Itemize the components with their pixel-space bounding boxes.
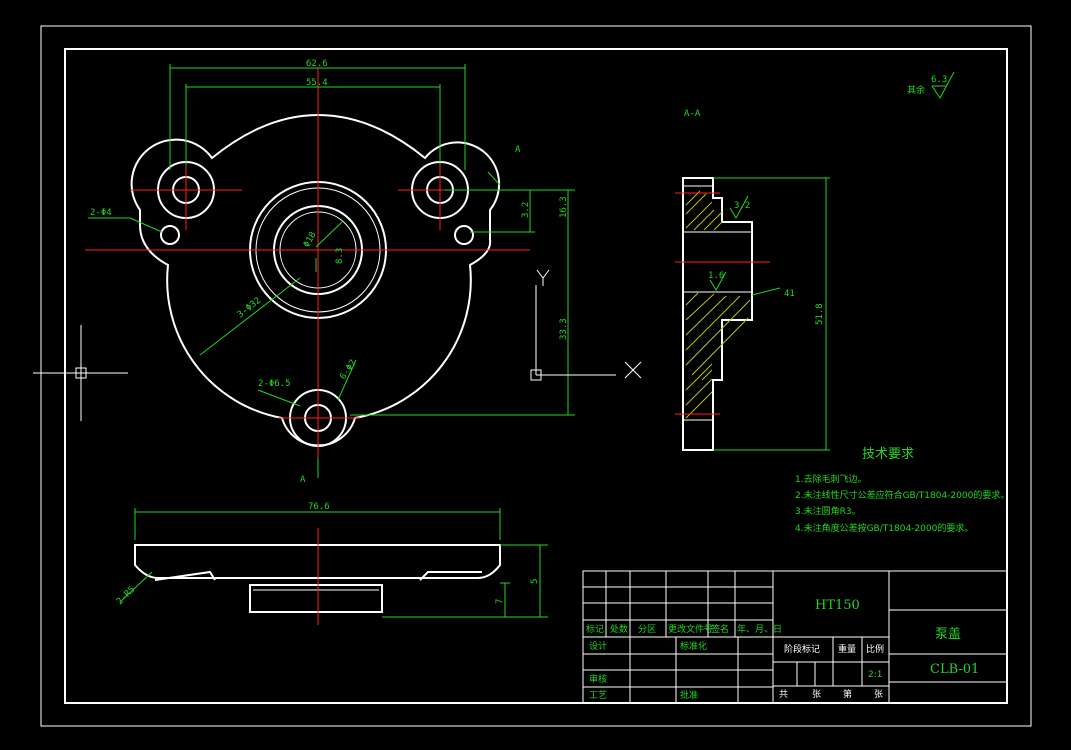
lbl-scale: 比例 <box>866 643 884 655</box>
sec-dim-51-8: 51.8 <box>815 303 825 325</box>
front-outline <box>130 113 501 447</box>
lbl-process: 工艺 <box>589 690 607 701</box>
inner-frame <box>64 48 1008 704</box>
tech-item-2: 2.未注线性尺寸公差应符合GB/T1804-2000的要求。 <box>795 489 1009 501</box>
sheet-no-b: 张 <box>874 689 883 700</box>
drawing-number: CLB-01 <box>930 662 979 677</box>
roughness-rest-value: 6.3 <box>931 75 947 85</box>
hdr-doc: 更改文件号 <box>668 623 713 635</box>
roughness-rest-symbol <box>931 71 955 99</box>
dim-8-3: 8.3 <box>335 248 345 264</box>
title-block <box>582 570 1008 704</box>
tech-item-3: 3.未注圆角R3。 <box>795 505 861 517</box>
sec-dim-1-6: 1.6 <box>708 271 724 281</box>
tech-item-4: 4.未注角度公差按GB/T1804-2000的要求。 <box>795 522 973 534</box>
dim-7: 7 <box>495 599 505 604</box>
part-name: 泵盖 <box>935 627 961 642</box>
dim-phi7: 6-Φ7 <box>338 358 359 382</box>
hdr-mark: 标记 <box>586 623 604 635</box>
section-arrow-bottom-label: A <box>300 475 306 485</box>
hdr-date: 年、月、日 <box>737 623 782 635</box>
sheet-no-a: 第 <box>843 688 852 700</box>
lbl-design: 设计 <box>589 640 607 652</box>
front-dimensions <box>88 64 575 478</box>
dim-62-6: 62.6 <box>306 59 328 69</box>
sec-dim-3-2: 3.2 <box>734 201 750 211</box>
outer-frame <box>40 25 1032 727</box>
lbl-standard: 标准化 <box>680 640 707 652</box>
dim-76-6: 76.6 <box>308 502 330 512</box>
tech-item-1: 1.去除毛刺飞边。 <box>795 473 867 485</box>
crosshair-cursor <box>33 325 128 421</box>
roughness-rest-label: 其余 <box>907 84 925 96</box>
material: HT150 <box>815 598 860 613</box>
dim-5: 5 <box>530 579 540 584</box>
dim-33-3: 33.3 <box>559 318 569 340</box>
bottom-view <box>119 508 548 625</box>
lbl-approve: 批准 <box>680 689 698 701</box>
section-view <box>675 177 830 451</box>
pin-hole-left <box>160 225 180 245</box>
pin-hole-right <box>454 225 474 245</box>
tech-title: 技术要求 <box>862 447 914 462</box>
lbl-stage: 阶段标记 <box>784 643 820 655</box>
dim-55-4: 55.4 <box>306 78 328 88</box>
sheet-total-b: 张 <box>812 689 821 700</box>
lbl-review: 审核 <box>589 673 607 685</box>
section-arrow-top-label: A <box>515 145 521 155</box>
lbl-weight: 重量 <box>838 643 856 655</box>
scale-value: 2:1 <box>868 670 882 680</box>
dim-2-r5: 2-R5 <box>115 585 137 607</box>
ucs-icon <box>530 269 642 381</box>
hdr-count: 处数 <box>610 623 628 635</box>
hdr-zone: 分区 <box>638 624 656 635</box>
hdr-sign: 签名 <box>711 623 729 635</box>
front-view <box>85 68 530 465</box>
sheet-total-a: 共 <box>779 689 788 700</box>
dim-16-3: 16.3 <box>559 196 569 218</box>
dim-3-2: 3.2 <box>521 202 531 218</box>
section-label: A-A <box>684 109 701 119</box>
dim-2-phi6-5: 2-Φ6.5 <box>258 379 291 389</box>
sec-dim-41: 41 <box>784 289 795 299</box>
dim-2-phi4: 2-Φ4 <box>90 208 112 218</box>
